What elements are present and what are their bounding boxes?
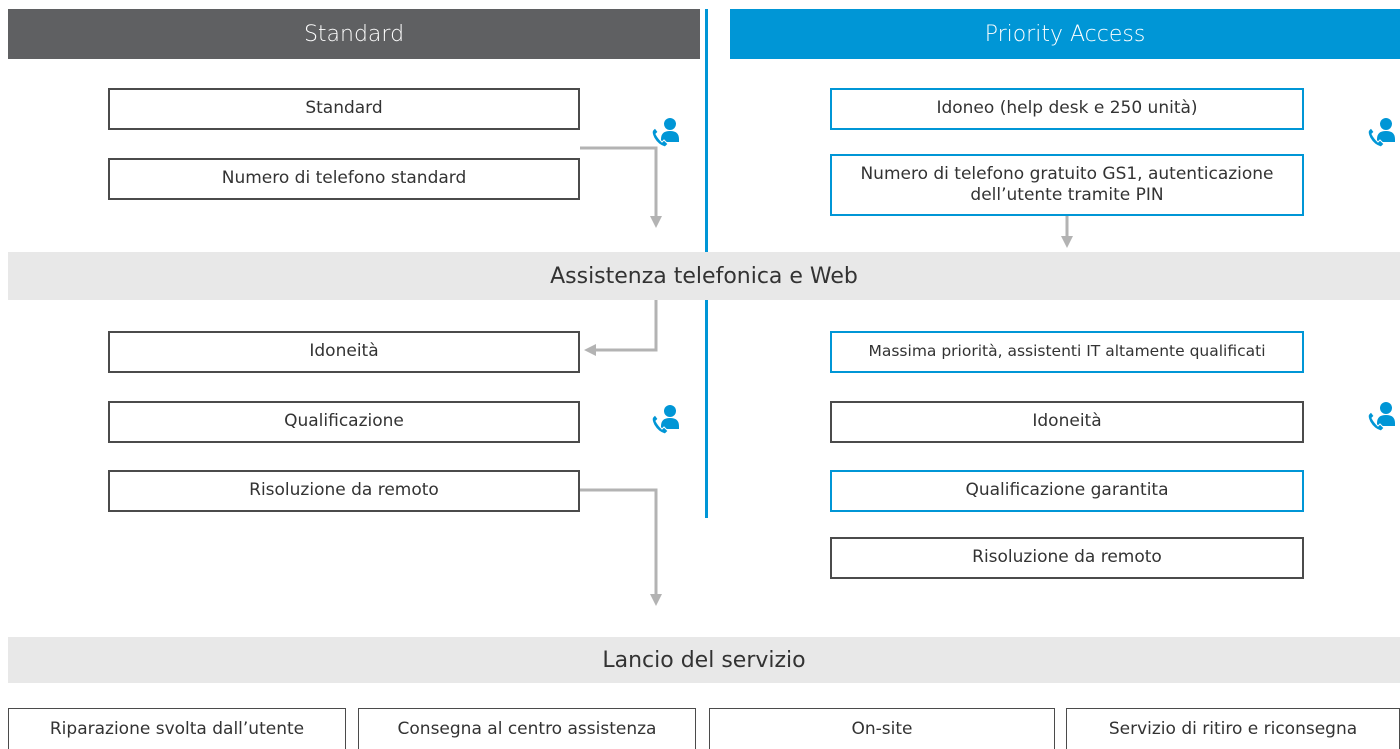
option-depot-delivery: Consegna al centro assistenza <box>358 708 696 749</box>
priority-access-header: Priority Access <box>730 9 1400 59</box>
priority-box-guaranteed-qualification: Qualificazione garantita <box>830 470 1304 512</box>
standard-box-standard: Standard <box>108 88 580 130</box>
option-pickup-return: Servizio di ritiro e riconsegna <box>1066 708 1400 749</box>
priority-box-eligible: Idoneo (help desk e 250 unità) <box>830 88 1304 130</box>
phone-support-icon <box>1367 402 1395 432</box>
priority-box-toll-free-number: Numero di telefono gratuito GS1, autenti… <box>830 154 1304 216</box>
priority-box-remote-resolution: Risoluzione da remoto <box>830 537 1304 579</box>
standard-box-phone-number: Numero di telefono standard <box>108 158 580 200</box>
priority-box-top-priority: Massima priorità, assistenti IT altament… <box>830 331 1304 373</box>
phone-support-icon <box>1367 118 1395 148</box>
standard-box-eligibility: Idoneità <box>108 331 580 373</box>
option-user-repair: Riparazione svolta dall’utente <box>8 708 346 749</box>
standard-box-qualification: Qualificazione <box>108 401 580 443</box>
standard-header: Standard <box>8 9 700 59</box>
option-on-site: On-site <box>709 708 1055 749</box>
priority-box-eligibility: Idoneità <box>830 401 1304 443</box>
phone-support-icon <box>651 405 679 435</box>
divider-line-bottom <box>705 300 708 518</box>
phone-support-icon <box>651 118 679 148</box>
standard-box-remote-resolution: Risoluzione da remoto <box>108 470 580 512</box>
band-phone-web-support: Assistenza telefonica e Web <box>8 252 1400 300</box>
band-service-launch: Lancio del servizio <box>8 637 1400 683</box>
divider-line-top <box>705 9 708 252</box>
